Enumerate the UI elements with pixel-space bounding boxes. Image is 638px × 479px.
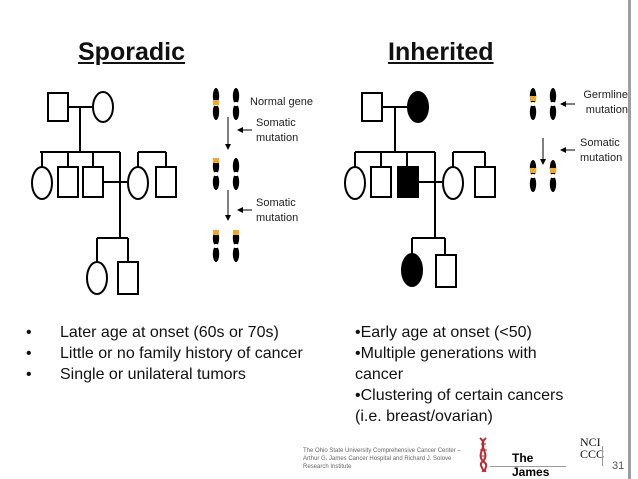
pedigree-female — [344, 166, 366, 200]
germline-mutation-label: Germline mutation — [583, 89, 628, 116]
sporadic-chromosomes — [212, 88, 252, 262]
somatic-mutation-label-1: Somatic mutation — [256, 117, 299, 144]
somatic-mutation-label-2: Somatic mutation — [256, 197, 299, 224]
bullet-item: • Single or unilateral tumors — [26, 366, 246, 383]
inherited-somatic-mutation-label: Somatic mutation — [580, 137, 623, 164]
pedigree-female — [442, 166, 464, 200]
normal-gene-label: Normal gene — [250, 96, 313, 108]
sporadic-pedigree — [31, 91, 177, 295]
sporadic-bullets: • Later age at onset (60s or 70s) • Litt… — [26, 322, 303, 385]
bullet-item-cont: (i.e. breast/ovarian) — [355, 408, 493, 425]
bullet-item: • Little or no family history of cancer — [26, 345, 303, 362]
pedigree-female-affected — [401, 253, 423, 287]
sporadic-title: Sporadic — [78, 38, 185, 66]
pedigree-male — [435, 254, 457, 288]
pedigree-female — [92, 91, 114, 123]
footer-credit: The Ohio State University Comprehensive … — [303, 448, 461, 470]
pedigree-male — [82, 166, 104, 198]
inherited-chromosomes — [529, 88, 575, 192]
bullet-item: • Later age at onset (60s or 70s) — [26, 324, 279, 341]
bullet-item: •Multiple generations with — [355, 345, 537, 362]
bullet-item-cont: cancer — [355, 366, 404, 383]
bullet-item: •Early age at onset (<50) — [355, 324, 532, 341]
inherited-title: Inherited — [388, 38, 494, 66]
pedigree-male-affected — [397, 166, 419, 198]
nci-logo: NCI CCC — [578, 436, 622, 472]
dna-helix-icon — [479, 437, 488, 473]
inherited-bullets: •Early age at onset (<50) •Multiple gene… — [355, 322, 563, 427]
pedigree-female — [31, 166, 53, 200]
the-james-logo: The James — [476, 436, 566, 479]
pedigree-male — [361, 92, 383, 122]
pedigree-male — [117, 261, 139, 295]
pedigree-male — [474, 166, 496, 198]
bullet-item: •Clustering of certain cancers — [355, 387, 564, 404]
inherited-pedigree — [344, 91, 496, 288]
pedigree-female-affected — [407, 91, 429, 123]
pedigree-female — [86, 261, 108, 295]
pedigree-male — [370, 166, 392, 198]
slide-divider — [628, 0, 631, 479]
pedigree-male — [155, 166, 177, 198]
pedigree-male — [57, 166, 79, 198]
page-number: 31 — [612, 460, 625, 472]
pedigree-male — [47, 92, 69, 122]
pedigree-female — [127, 166, 149, 200]
